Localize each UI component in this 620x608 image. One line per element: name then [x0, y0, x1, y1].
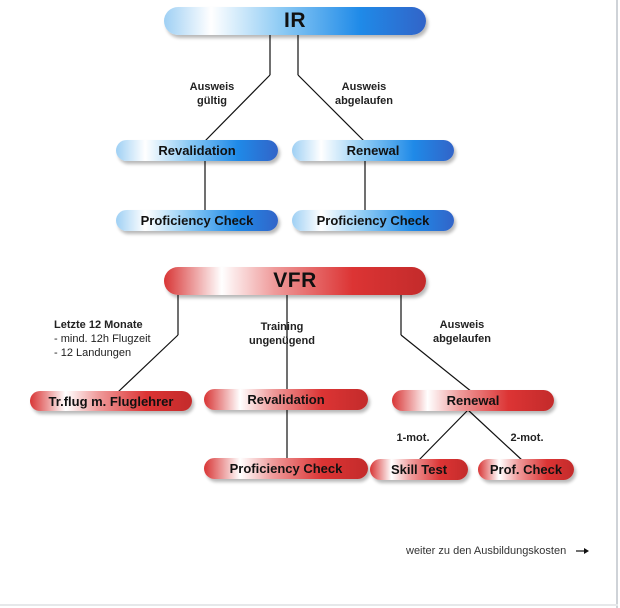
vfr-edge-last-12-months-heading: Letzte 12 Monate — [54, 319, 143, 331]
vfr-prof-check-node: Prof. Check — [478, 459, 574, 480]
vfr-node: VFR — [164, 267, 426, 295]
vfr-edge-last-12-months-label: Letzte 12 Monate - mind. 12h Flugzeit - … — [54, 318, 184, 360]
ir-renewal-label: Renewal — [346, 143, 400, 158]
vfr-revalidation-node: Revalidation — [204, 389, 368, 410]
vfr-edge-landings-line: - 12 Landungen — [54, 347, 132, 359]
ir-edge-expired-label: Ausweis abgelaufen — [328, 80, 400, 108]
ir-edge-valid-label: Ausweis gültig — [180, 80, 244, 108]
vfr-renewal-label: Renewal — [446, 393, 500, 408]
vfr-edge-expired-line-1: Ausweis — [439, 319, 485, 331]
ir-edge-expired-line-2: abgelaufen — [334, 95, 394, 107]
vfr-edge-training-label: Training ungenügend — [244, 320, 320, 348]
ir-proficiency-check-left-node: Proficiency Check — [116, 210, 278, 231]
vfr-edge-two-engine-label: 2-mot. — [502, 431, 552, 445]
ir-connector-left-diag — [204, 74, 271, 142]
training-costs-link-text[interactable]: weiter zu den Ausbildungskosten — [406, 545, 567, 557]
vfr-edge-one-engine-text: 1-mot. — [396, 432, 430, 444]
vfr-renewal-node: Renewal — [392, 390, 554, 411]
vfr-training-flight-node: Tr.flug m. Fluglehrer — [30, 391, 192, 411]
vfr-edge-expired-line-2: abgelaufen — [432, 333, 492, 345]
vfr-revalidation-label: Revalidation — [247, 392, 325, 407]
vfr-proficiency-check-node: Proficiency Check — [204, 458, 368, 479]
vfr-edge-two-engine-text: 2-mot. — [510, 432, 544, 444]
vfr-edge-flight-hours-line: - mind. 12h Flugzeit — [54, 333, 151, 345]
vfr-edge-expired-label: Ausweis abgelaufen — [426, 318, 498, 346]
vfr-proficiency-check-label: Proficiency Check — [229, 461, 343, 476]
ir-revalidation-label: Revalidation — [158, 143, 236, 158]
vfr-skill-test-node: Skill Test — [370, 459, 468, 480]
ir-edge-valid-line-2: gültig — [197, 95, 227, 107]
vfr-prof-check-label: Prof. Check — [489, 462, 563, 477]
ir-connector-right-diag — [297, 74, 365, 142]
ir-proficiency-check-right-label: Proficiency Check — [316, 213, 430, 228]
vfr-skill-test-label: Skill Test — [390, 462, 448, 477]
ir-revalidation-node: Revalidation — [116, 140, 278, 161]
ir-edge-expired-line-1: Ausweis — [341, 81, 387, 93]
ir-node: IR — [164, 7, 426, 35]
vfr-connector-left-diag — [117, 334, 179, 393]
vfr-connector-right-diag — [400, 334, 473, 393]
vfr-connector-renewal-prof — [467, 409, 524, 462]
vfr-connector-renewal-skill — [417, 409, 469, 462]
vfr-node-label: VFR — [273, 269, 317, 292]
ir-proficiency-check-left-label: Proficiency Check — [140, 213, 254, 228]
arrow-right-icon — [576, 548, 590, 554]
ir-edge-valid-line-1: Ausweis — [189, 81, 235, 93]
vfr-edge-one-engine-label: 1-mot. — [388, 431, 438, 445]
vfr-training-flight-label: Tr.flug m. Fluglehrer — [48, 393, 174, 409]
training-costs-link[interactable]: weiter zu den Ausbildungskosten — [406, 545, 590, 557]
frame-border-bottom — [0, 604, 618, 606]
vfr-edge-training-line-2: ungenügend — [249, 335, 315, 347]
vfr-edge-training-line-1: Training — [260, 321, 304, 333]
ir-renewal-node: Renewal — [292, 140, 454, 161]
ir-proficiency-check-right-node: Proficiency Check — [292, 210, 454, 231]
ir-node-label: IR — [284, 9, 306, 32]
frame-border-right — [616, 0, 618, 608]
